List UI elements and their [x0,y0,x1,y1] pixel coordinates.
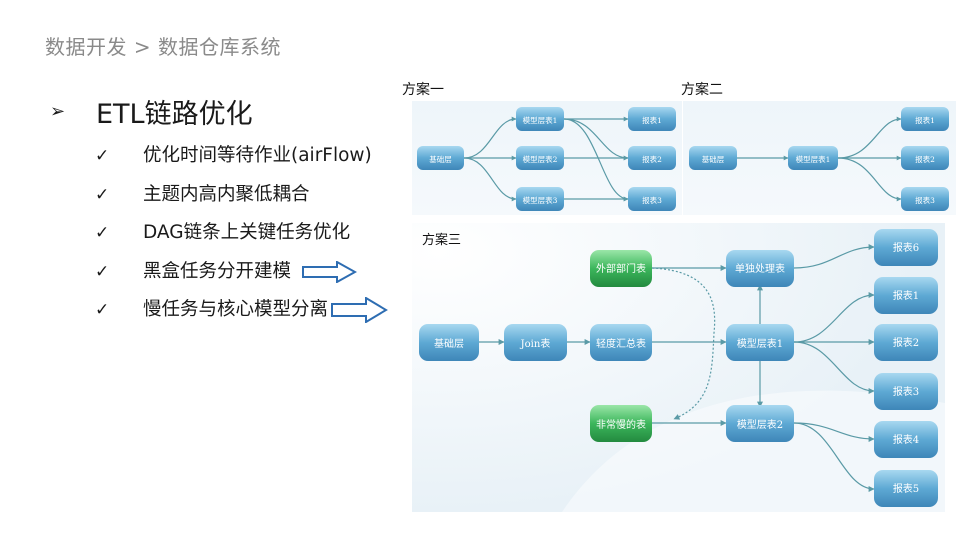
single-process-node: 单独处理表 [726,250,794,287]
svg-text:非常慢的表: 非常慢的表 [596,418,646,431]
report-node: 报表2 [874,324,938,361]
svg-text:报表1: 报表1 [915,115,935,125]
right-arrow-icon [302,260,358,283]
section-marker: ➢ [50,101,66,122]
check-icon: ✓ [95,261,110,282]
model-node: 模型层表1 [788,146,838,170]
list-item: ✓ 黑盒任务分开建模 [95,253,388,292]
svg-text:模型层表2: 模型层表2 [737,418,783,431]
check-icon: ✓ [95,223,110,243]
report-node: 报表1 [901,107,949,131]
plan-two-diagram: 基础层 模型层表1 报表1 报表2 报表3 [683,101,956,215]
list-item: ✓ 主题内高内聚低耦合 [95,176,388,215]
svg-text:报表2: 报表2 [642,154,662,164]
svg-text:模型层表1: 模型层表1 [796,154,831,164]
svg-text:报表4: 报表4 [893,433,919,446]
slow-table-node: 非常慢的表 [590,405,652,442]
report-node: 报表4 [874,421,938,458]
check-icon: ✓ [95,184,110,205]
svg-text:单独处理表: 单独处理表 [735,262,785,275]
base-node: 基础层 [417,146,464,170]
section-title: ETL链路优化 [96,99,253,130]
list-item: ✓ DAG链条上关键任务优化 [95,214,388,253]
model-node: 模型层表2 [726,405,794,442]
model-node: 模型层表2 [516,146,564,170]
svg-text:基础层: 基础层 [434,337,464,350]
report-node: 报表2 [901,146,949,170]
svg-text:模型层表1: 模型层表1 [523,115,558,125]
bullet-text: DAG链条上关键任务优化 [143,222,351,243]
report-node: 报表3 [628,187,676,211]
svg-text:报表3: 报表3 [642,195,662,205]
bullet-list: ✓ 优化时间等待作业(airFlow) ✓ 主题内高内聚低耦合 ✓ DAG链条上关键任… [95,137,388,330]
report-node: 报表1 [874,277,938,314]
check-icon: ✓ [95,300,110,320]
join-node: Join表 [504,324,567,361]
model-node: 模型层表1 [726,324,794,361]
svg-text:外部部门表: 外部部门表 [596,262,646,275]
svg-text:报表3: 报表3 [893,385,919,398]
plan-two-caption: 方案二 [681,82,723,98]
report-node: 报表1 [628,107,676,131]
svg-text:报表1: 报表1 [893,289,919,302]
section-heading: ➢ ETL链路优化 [50,92,253,131]
light-summary-node: 轻度汇总表 [590,324,652,361]
svg-text:基础层: 基础层 [702,154,725,164]
bullet-text: 慢任务与核心模型分离 [143,299,329,320]
right-arrow-icon [331,297,388,324]
model-node: 模型层表3 [516,187,564,211]
check-icon: ✓ [95,146,110,166]
svg-text:报表3: 报表3 [915,195,935,205]
svg-text:报表2: 报表2 [893,336,919,349]
base-node: 基础层 [689,146,737,170]
list-item: ✓ 优化时间等待作业(airFlow) [95,137,388,176]
svg-text:模型层表1: 模型层表1 [737,337,783,350]
bullet-text: 黑盒任务分开建模 [143,260,292,282]
plan-three-diagram: 方案三 基础层 Join表 外部部门表 轻度汇总表 非常慢的表 单独处理表 模型… [412,223,945,512]
base-node: 基础层 [419,324,479,361]
report-node: 报表5 [874,470,938,507]
plan-three-caption: 方案三 [422,232,461,248]
svg-text:基础层: 基础层 [429,154,452,164]
bullet-text: 优化时间等待作业(airFlow) [143,145,372,166]
report-node: 报表6 [874,229,938,266]
svg-text:报表1: 报表1 [642,115,662,125]
report-node: 报表3 [874,373,938,410]
report-node: 报表3 [901,187,949,211]
plan-one-caption: 方案一 [402,82,444,98]
svg-text:Join表: Join表 [520,337,551,350]
svg-text:轻度汇总表: 轻度汇总表 [596,337,646,350]
breadcrumb: 数据开发 > 数据仓库系统 [45,35,281,59]
model-node: 模型层表1 [516,107,564,131]
report-node: 报表2 [628,146,676,170]
bullet-text: 主题内高内聚低耦合 [143,183,310,205]
list-item: ✓ 慢任务与核心模型分离 [95,291,388,330]
svg-text:报表2: 报表2 [915,154,935,164]
svg-text:模型层表3: 模型层表3 [523,195,558,205]
svg-text:报表6: 报表6 [893,241,919,254]
external-table-node: 外部部门表 [590,250,652,287]
svg-text:模型层表2: 模型层表2 [523,154,558,164]
svg-text:报表5: 报表5 [893,482,919,495]
plan-one-diagram: 基础层 模型层表1 模型层表2 模型层表3 报表1 报表2 报表3 [412,101,682,215]
